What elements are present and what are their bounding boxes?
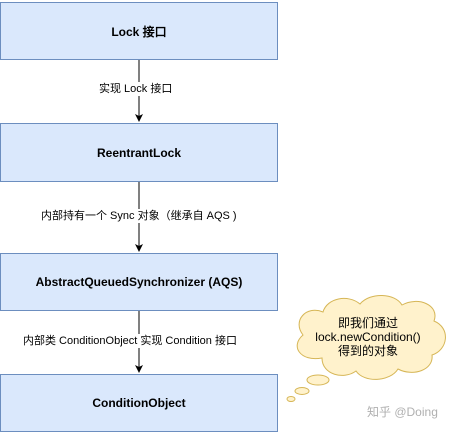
reentrant-lock-label: ReentrantLock <box>96 145 182 160</box>
edge-label-holds-sync: 内部持有一个 Sync 对象（继承自 AQS ) <box>40 209 238 223</box>
watermark: 知乎 @Doing <box>367 405 438 419</box>
aqs-label: AbstractQueuedSynchronizer (AQS) <box>35 275 243 289</box>
aqs-box: AbstractQueuedSynchronizer (AQS) <box>0 253 278 311</box>
condition-object-label: ConditionObject <box>92 396 186 410</box>
thought-cloud <box>286 295 446 402</box>
cloud-line-2: lock.newCondition() <box>315 330 421 344</box>
edge-label-implements-lock: 实现 Lock 接口 <box>98 82 174 96</box>
lock-interface-box: Lock 接口 <box>0 2 278 60</box>
reentrant-lock-box: ReentrantLock <box>0 123 278 182</box>
condition-object-box: ConditionObject <box>0 374 278 432</box>
thought-cloud-text: 即我们通过 lock.newCondition() 得到的对象 <box>300 316 436 358</box>
cloud-line-3: 得到的对象 <box>337 344 398 358</box>
lock-interface-label: Lock 接口 <box>111 24 167 39</box>
cloud-line-1: 即我们通过 <box>337 316 398 330</box>
edge-label-condition-object: 内部类 ConditionObject 实现 Condition 接口 <box>22 334 238 348</box>
